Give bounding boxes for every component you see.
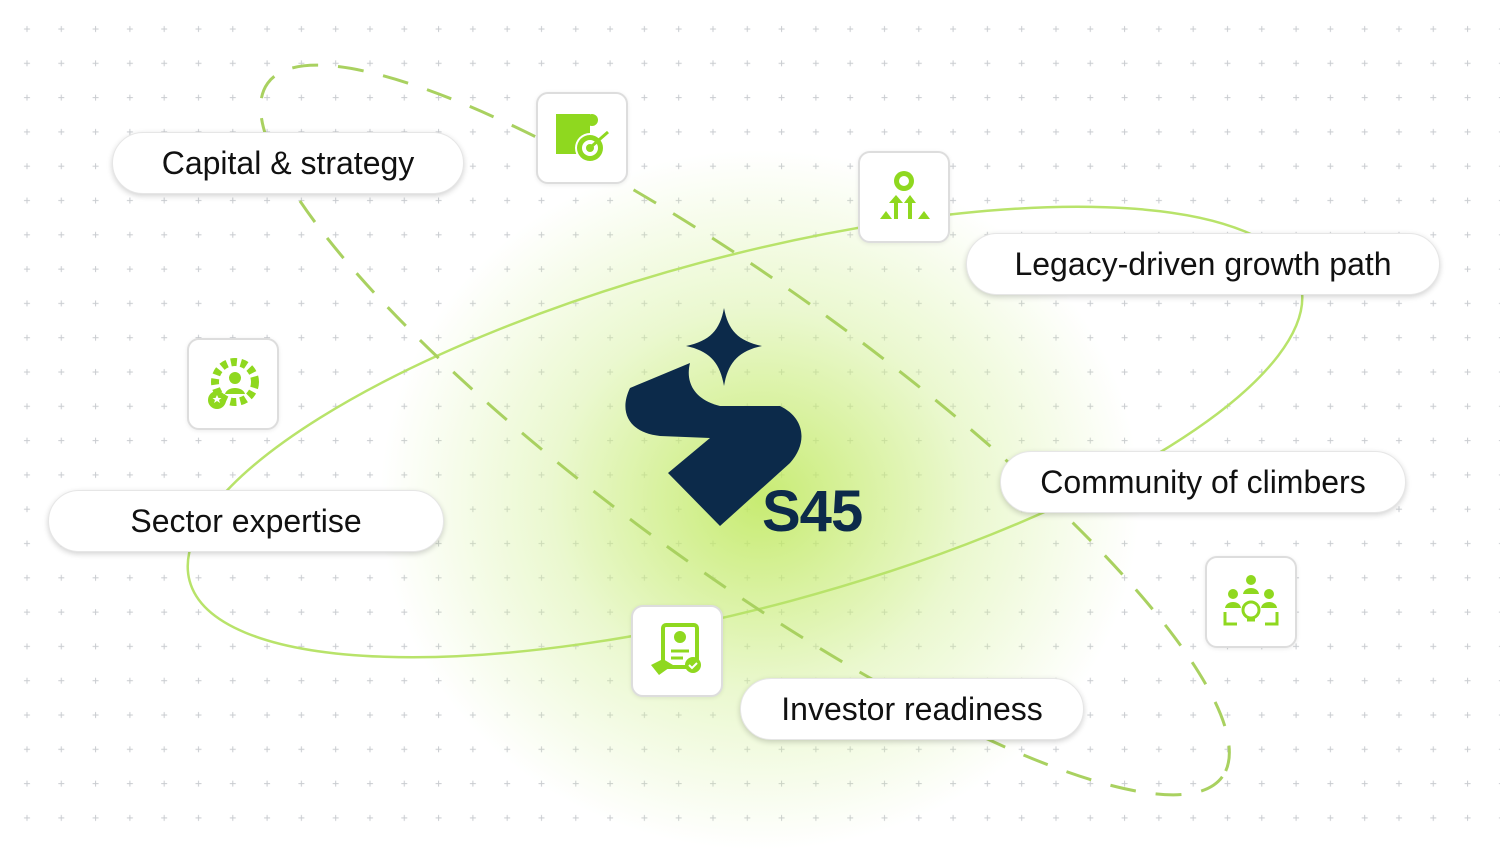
investor-document-icon xyxy=(631,605,723,697)
node-sector-expertise: Sector expertise xyxy=(48,490,444,552)
node-community-climbers: Community of climbers xyxy=(1000,451,1406,513)
award-growth-icon xyxy=(858,151,950,243)
brand-name: S45 xyxy=(762,479,863,544)
node-capital-strategy: Capital & strategy xyxy=(112,132,464,194)
expert-gear-icon xyxy=(187,338,279,430)
node-legacy-growth: Legacy-driven growth path xyxy=(966,233,1440,295)
community-idea-icon xyxy=(1205,556,1297,648)
node-investor-readiness: Investor readiness xyxy=(740,678,1084,740)
strategy-target-icon xyxy=(536,92,628,184)
s45-logo-mark xyxy=(625,308,802,526)
